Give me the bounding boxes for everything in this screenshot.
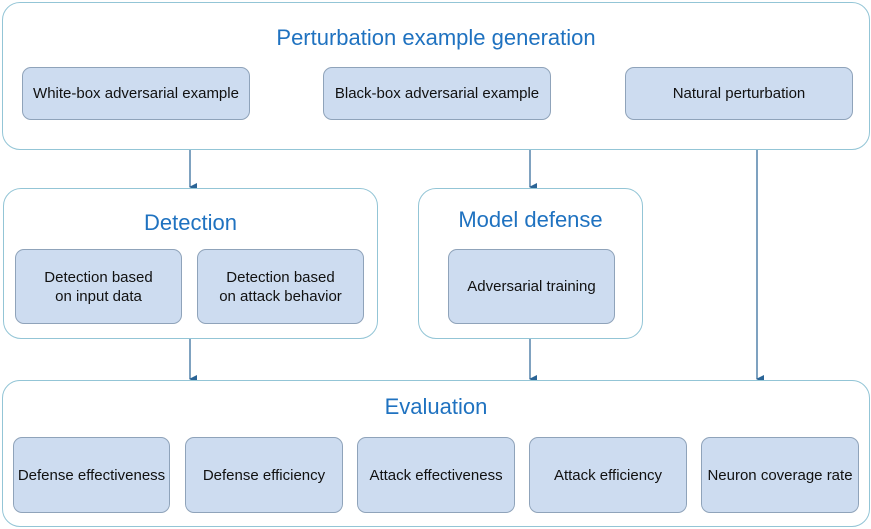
node-neuron-coverage: Neuron coverage rate — [701, 437, 859, 513]
node-attack-efficiency: Attack efficiency — [529, 437, 687, 513]
node-detection-attack: Detection based on attack behavior — [197, 249, 364, 324]
node-black-box: Black-box adversarial example — [323, 67, 551, 120]
node-defense-efficiency: Defense efficiency — [185, 437, 343, 513]
node-natural: Natural perturbation — [625, 67, 853, 120]
node-attack-effectiveness: Attack effectiveness — [357, 437, 515, 513]
evaluation-title: Evaluation — [384, 394, 488, 419]
node-white-box: White-box adversarial example — [22, 67, 250, 120]
defense-title: Model defense — [458, 207, 603, 232]
perturbation-title: Perturbation example generation — [276, 25, 596, 50]
node-adversarial-training: Adversarial training — [448, 249, 615, 324]
node-detection-input: Detection based on input data — [15, 249, 182, 324]
detection-title: Detection — [144, 210, 237, 235]
node-defense-effectiveness: Defense effectiveness — [13, 437, 170, 513]
